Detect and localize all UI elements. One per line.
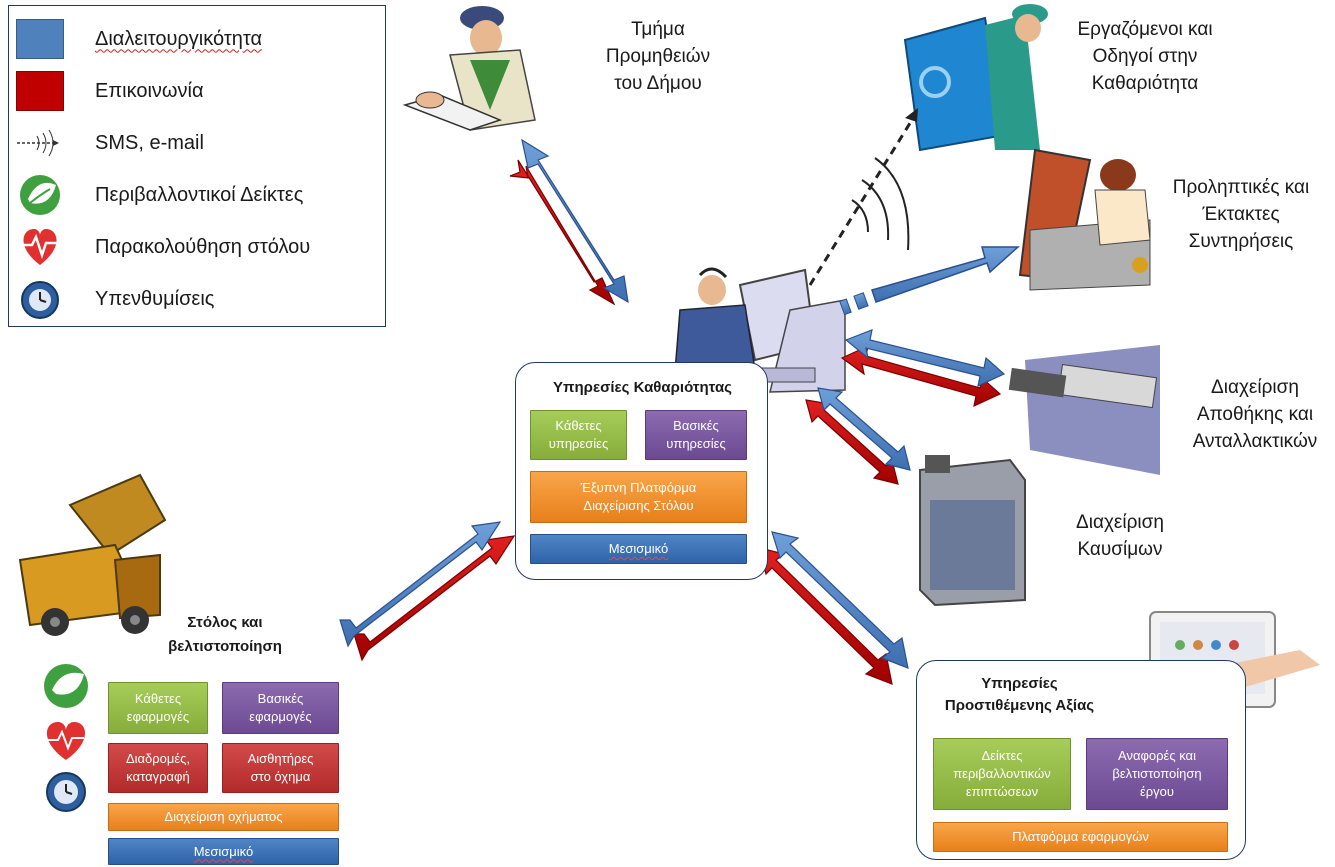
caption-line: Προμηθειών [605,46,711,67]
fuel-caption: Διαχείριση Καυσίμων [1055,509,1185,563]
fleet-link-arrows [339,521,516,662]
caption-line: Συντηρήσεις [1188,231,1294,252]
fleet-heartbeat-icon [46,722,86,760]
legend-item-communication: Επικοινωνία [15,70,204,112]
wireless-signal-icon [15,122,65,164]
fleet-title: Στόλος και βελτιστοποίηση [168,614,282,655]
procurement-clerk-figure [402,6,536,131]
fuel-link-arrows [805,387,911,485]
fleet-leaf-icon [44,664,88,708]
caption-line: Τμήμα [631,19,685,40]
caption-line: Ανταλλακτικών [1192,431,1318,452]
value-added-link-arrows [759,531,909,685]
legend-label: SMS, e-mail [95,131,204,154]
apps-platform-tile: Πλατφόρμα εφαρμογών [933,822,1228,852]
caption-line: Εργαζόμενοι και [1077,19,1213,40]
caption-line: Διαχείριση [1211,377,1299,398]
caption-line: Οδηγοί στην [1092,46,1198,67]
legend-item-sms: SMS, e-mail [15,122,204,164]
fleet-routes-tile: Διαδρομές,καταγραφή [108,743,208,793]
red-square-icon [15,70,65,112]
mechanic-figure [1018,148,1151,291]
maintenance-arrow [839,246,1020,316]
middleware-tile: Μεσισμικό [530,534,747,564]
caption-line: Καθαριότητα [1091,73,1199,94]
legend-label: Διαλειτουργικότητα [95,27,263,50]
workers-caption: Εργαζόμενοι και Οδηγοί στην Καθαριότητα [1055,16,1235,97]
garbage-truck-figure [18,473,167,636]
sms-signal-arrow [808,108,918,286]
legend-label: Επικοινωνία [95,79,204,102]
maintenance-caption: Προληπτικές και Έκτακτες Συντηρήσεις [1152,174,1330,255]
legend-label: Περιβαλλοντικοί Δείκτες [95,183,304,206]
legend: Διαλειτουργικότητα Επικοινωνία SMS, e-ma… [8,5,386,327]
caption-line: Προληπτικές και [1172,177,1310,198]
caption-line: Καυσίμων [1077,539,1163,560]
legend-item-interoperability: Διαλειτουργικότητα [15,18,262,60]
caption-line: Αποθήκης και [1196,404,1314,425]
legend-label: Υπενθυμίσεις [95,287,215,310]
legend-label: Παρακολούθηση στόλου [95,235,311,258]
caption-line: του Δήμου [614,73,702,94]
warehouse-link-arrows [840,329,1006,408]
cleaning-services-title: Υπηρεσίες Καθαριότητας [553,379,732,396]
warehouse-caption: Διαχείριση Αποθήκης και Ανταλλακτικών [1175,374,1335,455]
fleet-middleware-tile: Μεσισμικό [108,838,339,865]
vehicle-management-tile: Διαχείριση οχήματος [108,803,339,831]
blue-square-icon [15,18,65,60]
sanitation-worker-figure [903,4,1048,152]
fuel-canister-figure [919,455,1026,607]
procurement-caption: Τμήμα Προμηθειών του Δήμου [598,16,718,97]
legend-item-reminders: Υπενθυμίσεις [15,278,214,320]
fleet-alarm-clock-icon [46,772,86,812]
leaf-icon [15,174,65,216]
alarm-clock-icon [15,278,65,320]
spark-plug-figure [1008,345,1160,475]
value-added-title: Υπηρεσίες Προστιθέμενης Αξίας [944,675,1095,714]
caption-line: Διαχείριση [1076,512,1164,533]
legend-item-environment: Περιβαλλοντικοί Δείκτες [15,174,303,216]
legend-item-fleet-monitoring: Παρακολούθηση στόλου [15,226,310,268]
procurement-link-arrows [509,138,629,306]
caption-line: Έκτακτες [1202,204,1280,225]
heartbeat-icon [15,226,65,268]
